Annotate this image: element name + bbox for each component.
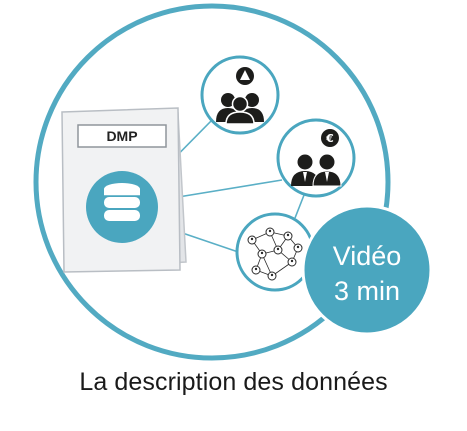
video-badge-title: Vidéo [333,241,402,271]
people-group-warning-icon [200,55,280,135]
caption-title: La description des données [79,368,388,396]
dmp-label-box [77,124,167,148]
video-badge-duration: 3 min [334,276,400,306]
people-network-icon [235,212,315,292]
video-badge[interactable]: Vidéo 3 min [301,204,433,336]
database-icon [86,171,158,243]
svg-text:€: € [325,132,334,145]
business-people-euro-icon: € [276,118,356,198]
dmp-label: DMP [106,128,137,144]
